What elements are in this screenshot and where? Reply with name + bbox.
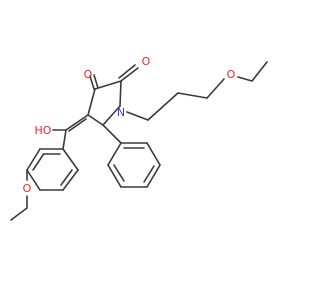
bond [206, 78, 225, 99]
bond [143, 165, 155, 183]
bond [177, 92, 208, 99]
bond [87, 88, 96, 116]
ethoxypropyl-chain [126, 61, 268, 121]
bond [10, 207, 28, 221]
ether-oxygen-label: O [227, 68, 236, 81]
lactam-oxygen-label: O [142, 55, 151, 68]
bond [107, 142, 122, 166]
bond [32, 154, 44, 171]
bond [146, 142, 161, 166]
bond [89, 75, 95, 90]
phenyl-ring [107, 142, 161, 188]
bond [65, 114, 89, 131]
bond [26, 169, 41, 191]
methoxyphenyl-ring [26, 148, 79, 191]
bond [126, 111, 149, 121]
bond [68, 118, 87, 132]
methoxy-group [10, 169, 28, 221]
chemical-structure-diagram: O O N O HO O [10, 55, 268, 221]
bond [94, 80, 122, 90]
lactam-carbonyl [118, 64, 139, 82]
bond [118, 64, 136, 79]
ring-nitrogen-label: N [117, 106, 125, 119]
bond [26, 148, 41, 171]
bond [62, 148, 79, 171]
bond [102, 105, 121, 126]
bond [102, 124, 122, 144]
bond [113, 164, 125, 182]
bond [60, 169, 73, 186]
methoxy-oxygen-label: O [23, 182, 32, 195]
bond [120, 67, 139, 82]
hydroxyl-label: HO [35, 124, 52, 137]
bond [146, 164, 161, 188]
enol-group [52, 114, 89, 132]
bond [87, 114, 104, 126]
bond [107, 164, 122, 188]
ketone-carbonyl [89, 74, 99, 90]
bond [237, 76, 253, 82]
bond [119, 80, 122, 107]
bond [62, 129, 67, 150]
bond [147, 92, 179, 121]
bond [251, 61, 268, 82]
pyrrolidine-ring [87, 80, 122, 126]
bond [62, 169, 79, 191]
bond [93, 74, 99, 89]
structure-canvas: O O N O HO O [10, 55, 268, 221]
ketone-oxygen-label: O [84, 68, 93, 81]
